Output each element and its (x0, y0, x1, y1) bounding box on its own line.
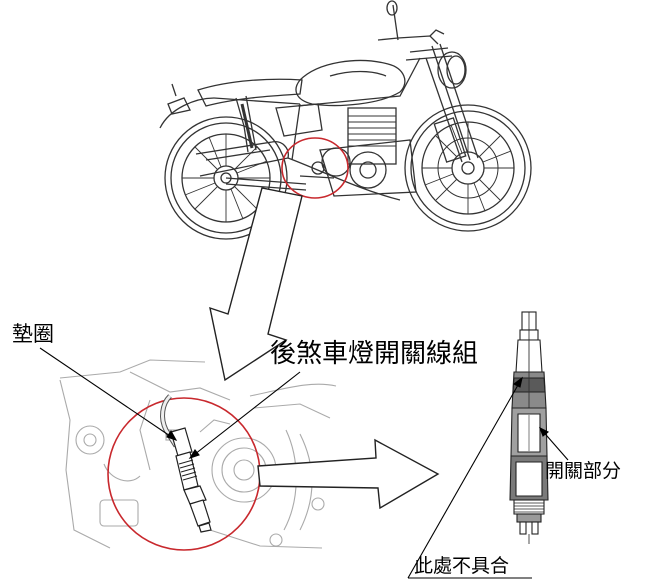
seat (197, 78, 303, 107)
frame (213, 57, 421, 161)
fuel-tank (295, 59, 406, 107)
washer-label: 墊圈 (12, 322, 54, 346)
motorcycle-illustration (159, 0, 532, 240)
brake-switch-closeup (160, 394, 212, 533)
switch-assembly-label: 後煞車燈開關線組 (270, 339, 479, 369)
handlebar (377, 0, 445, 45)
section-arrow (257, 438, 440, 510)
switch-assembly-leader (189, 371, 301, 459)
switch-cross-section (509, 311, 549, 544)
headlight (437, 51, 467, 89)
nonconformity-leader (407, 377, 523, 579)
side-cover (275, 103, 323, 137)
rear-fender (159, 83, 215, 129)
switch-assembly-leader-tip (188, 449, 200, 460)
bike-highlight-circle (281, 137, 349, 199)
switch-part-leader-tip (538, 426, 550, 437)
switch-part-label: 開關部分 (545, 460, 622, 482)
nonconformity-label: 此處不具合 (414, 555, 510, 577)
zoom-arrow (209, 187, 303, 382)
nonconformity-leader-tip (512, 376, 523, 388)
washer-leader (39, 347, 177, 441)
exhaust (195, 141, 401, 201)
footpeg-area (299, 161, 335, 179)
washer-leader-tip (166, 429, 178, 441)
swingarm (225, 177, 307, 191)
engine (319, 107, 417, 197)
front-wheel (404, 104, 532, 232)
leader-lines (39, 347, 569, 579)
